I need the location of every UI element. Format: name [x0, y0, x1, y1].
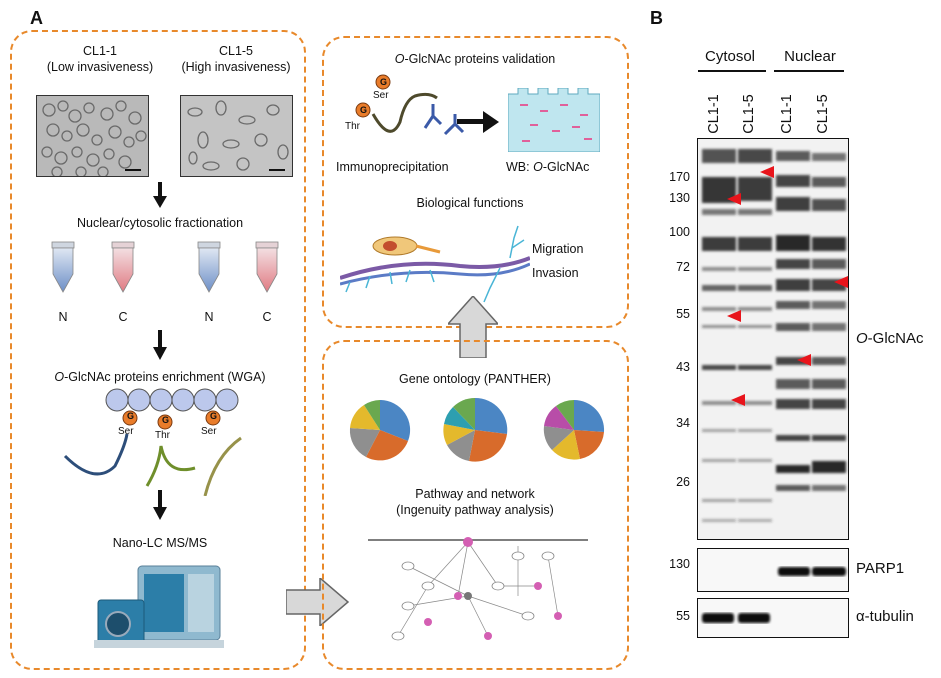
pie-chart-1 [349, 399, 411, 461]
glyco-g-1: G [127, 411, 135, 421]
parp1-mw-marker: 130 [669, 557, 690, 571]
cell-line-2-name: CL1-5 [218, 44, 254, 58]
down-arrow-1 [153, 182, 167, 208]
pie-chart-3 [543, 399, 605, 460]
mw-marker-170: 170 [669, 170, 690, 184]
validation-title: O-GlcNAc proteins validation [394, 52, 556, 66]
mw-marker-34: 34 [676, 416, 690, 430]
group-line-nuclear [774, 70, 844, 72]
lane-label-4: CL1-5 [815, 94, 831, 134]
tube-label-2: C [118, 310, 128, 324]
red-arrowhead-1 [760, 166, 774, 178]
pathway-network-illustration [368, 537, 588, 641]
bio-functions-title: Biological functions [416, 196, 524, 210]
glyco-g-2: G [162, 415, 170, 425]
tube-label-1: N [58, 310, 68, 324]
mw-marker-72: 72 [676, 260, 690, 274]
enrichment-label: O-GlcNAc proteins enrichment (WGA) [54, 370, 266, 384]
red-arrowhead-5 [797, 354, 811, 366]
ip-thr-label: Thr [345, 121, 360, 132]
ip-ser-label: Ser [373, 90, 389, 101]
red-arrowhead-2 [727, 193, 741, 205]
group-line-cytosol [698, 70, 766, 72]
micrograph-cl1-5 [180, 95, 293, 177]
right-arrow-to-bioinformatics [286, 578, 350, 626]
cell-migration-illustration [340, 225, 530, 303]
migration-label: Migration [532, 242, 584, 256]
red-arrowhead-4 [727, 310, 741, 322]
panel-a-letter: A [30, 8, 43, 28]
right-arrow-ip-to-wb [457, 111, 499, 133]
glyco-g-3: G [210, 411, 218, 421]
residue-ser-1: Ser [118, 426, 134, 437]
tubes-illustration [51, 241, 279, 293]
pathway-label-1: Pathway and network [415, 487, 535, 501]
wga-enrichment-illustration [63, 388, 242, 496]
ip-glyco-g-2: G [360, 105, 368, 115]
o-glcnac-blot-label: O-GlcNAc [856, 330, 924, 347]
ip-glyco-g-1: G [380, 77, 388, 87]
lane-label-3: CL1-1 [779, 94, 795, 134]
mw-marker-43: 43 [676, 360, 690, 374]
fractionation-label: Nuclear/cytosolic fractionation [76, 216, 244, 230]
mw-marker-26: 26 [676, 475, 690, 489]
pathway-label-2: (Ingenuity pathway analysis) [396, 503, 554, 517]
tubulin-mw-marker: 55 [676, 609, 690, 623]
cell-line-1-desc: (Low invasiveness) [46, 60, 154, 74]
immunoprecipitation-illustration [355, 74, 465, 136]
parp1-blot [697, 548, 849, 592]
ip-label: Immunoprecipitation [336, 160, 449, 174]
mass-spectrometer-illustration [94, 565, 224, 648]
mw-marker-55: 55 [676, 307, 690, 321]
tube-label-3: N [204, 310, 214, 324]
lane-label-1: CL1-1 [706, 94, 722, 134]
invasion-label: Invasion [532, 266, 579, 280]
residue-thr: Thr [155, 430, 170, 441]
up-arrow-to-validation [448, 296, 498, 358]
tubulin-label: α-tubulin [856, 608, 914, 625]
tubulin-blot [697, 598, 849, 638]
group-label-cytosol: Cytosol [704, 48, 756, 65]
down-arrow-2 [153, 330, 167, 360]
o-glcnac-blot [697, 138, 849, 540]
mw-marker-130: 130 [669, 191, 690, 205]
group-label-nuclear: Nuclear [784, 48, 836, 65]
red-arrowhead-3 [834, 276, 848, 288]
down-arrow-3 [153, 490, 167, 520]
gene-ontology-label: Gene ontology (PANTHER) [399, 372, 551, 386]
pie-chart-2 [443, 397, 508, 462]
western-blot-gel-illustration [508, 88, 600, 152]
tube-label-4: C [262, 310, 272, 324]
workflow-box [10, 30, 306, 670]
bioinformatics-box [322, 340, 629, 670]
parp1-label: PARP1 [856, 560, 905, 577]
mw-marker-100: 100 [669, 225, 690, 239]
micrograph-cl1-1 [36, 95, 149, 177]
residue-ser-2: Ser [201, 426, 217, 437]
ms-label: Nano-LC MS/MS [112, 536, 208, 550]
panel-b-letter: B [650, 8, 663, 28]
lane-label-2: CL1-5 [741, 94, 757, 134]
wb-label: WB: O-GlcNAc [506, 160, 590, 174]
red-arrowhead-6 [731, 394, 745, 406]
cell-line-2-desc: (High invasiveness) [181, 60, 291, 74]
cell-line-1-name: CL1-1 [82, 44, 118, 58]
